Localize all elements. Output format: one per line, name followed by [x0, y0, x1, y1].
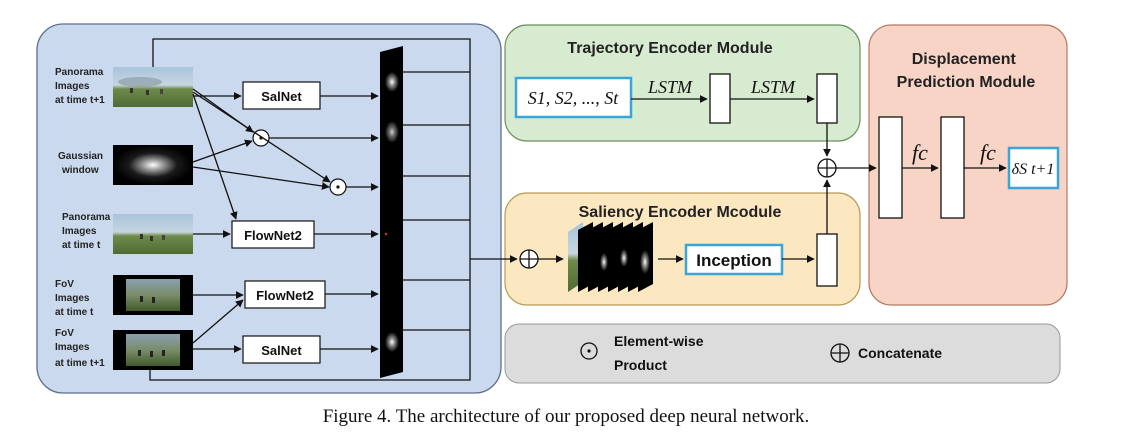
flownet-top-label: FlowNet2: [244, 228, 302, 243]
pano-t1-image: [113, 67, 193, 107]
sequence-label: S1, S2, ..., St: [528, 88, 620, 108]
displacement-title: Displacement Prediction Module: [897, 51, 1036, 91]
saliency-concat-node: [519, 249, 539, 269]
figure-caption: Figure 4. The architecture of our propos…: [322, 406, 810, 427]
label-fov-t: FoV Images at time t: [55, 279, 94, 318]
sequence-box[interactable]: [514, 76, 633, 119]
fov-t1-image: [113, 330, 193, 370]
output-label: δS t+1: [1012, 161, 1055, 178]
fov-t-image: [113, 275, 193, 315]
inception-box: [684, 243, 784, 276]
saliency-cell: [816, 233, 838, 287]
fc-layer-2: [940, 116, 965, 219]
concatenate-node: [817, 158, 837, 178]
inception-label: Inception: [696, 251, 772, 270]
elementwise-product-2: [329, 178, 347, 196]
lstm-label-1: LSTM: [647, 77, 693, 97]
legend-concatenate-label: Concatenate: [858, 345, 942, 361]
salnet-bottom-box: [242, 335, 321, 364]
salnet-top-label: SalNet: [261, 89, 302, 104]
concatenate-icon: [830, 343, 850, 363]
lstm-cell-1: [709, 73, 731, 124]
elementwise-product-icon: [580, 342, 598, 360]
pano-t-image: [113, 214, 193, 254]
salnet-bottom-label: SalNet: [261, 343, 302, 358]
lstm-cell-2: [816, 73, 838, 124]
output-box[interactable]: [1007, 146, 1060, 190]
feature-map-stack: [380, 46, 403, 378]
gaussian-window-image: [113, 145, 193, 185]
label-pano-t: Panorama Images at time t: [62, 212, 113, 251]
saliency-title: Saliency Encoder Mcodule: [579, 204, 782, 221]
saliency-feature-stack: [568, 222, 653, 292]
label-pano-t1: Panorama Images at time t+1: [55, 67, 106, 106]
left-connectors: [149, 38, 518, 381]
fc-label-2: fc: [980, 140, 996, 165]
legend-elementwise-label: Element-wise Product: [614, 333, 707, 373]
fc-label-1: fc: [912, 140, 928, 165]
label-gaussian: Gaussian window: [58, 151, 106, 176]
lstm-label-2: LSTM: [750, 77, 796, 97]
fc-layer-1: [878, 116, 903, 219]
label-fov-t1: FoV Images at time t+1: [55, 328, 105, 369]
legend-panel: [504, 323, 1061, 384]
flownet-bottom-label: FlowNet2: [256, 288, 314, 303]
trajectory-title: Trajectory Encoder Module: [567, 40, 772, 57]
